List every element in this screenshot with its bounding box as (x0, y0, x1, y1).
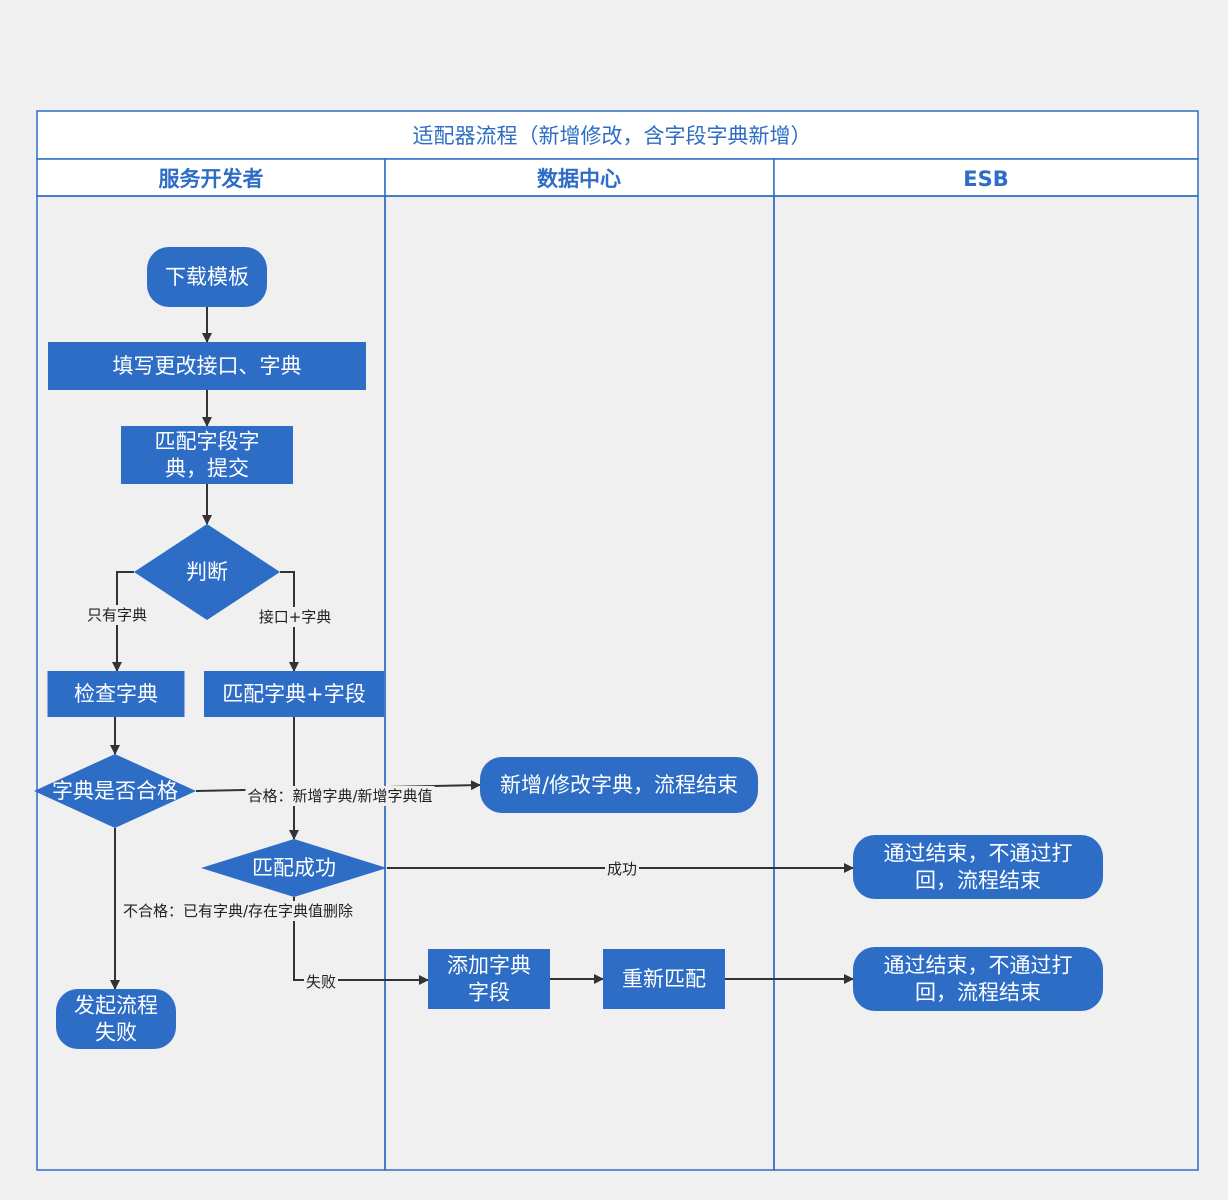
lane-label-developer: 服务开发者 (159, 167, 264, 191)
edge-label-e4: 只有字典 (84, 605, 150, 625)
node-judge: 判断 (134, 524, 280, 620)
node-shape (201, 839, 387, 897)
node-download-template: 下载模板 (147, 247, 267, 307)
swimlane-pool: 适配器流程（新增修改，含字段字典新增） 服务开发者 数据中心 ESB (36, 110, 1199, 1171)
edges-layer (110, 307, 854, 990)
edge-label-background (120, 901, 356, 921)
node-label: 新增/修改字典，流程结束 (500, 773, 738, 797)
node-shape (480, 757, 758, 813)
node-label: 通过结束，不通过打 (884, 842, 1073, 866)
lane-label-esb: ESB (963, 167, 1008, 191)
edge-label-background (604, 859, 640, 879)
node-label: 匹配字典+字段 (222, 682, 366, 706)
edge-label-e11: 失败 (303, 972, 339, 992)
node-label: 通过结束，不通过打 (884, 954, 1073, 978)
node-shape (134, 524, 280, 620)
lane-datacenter (384, 195, 775, 1171)
node-label: 回，流程结束 (915, 869, 1041, 893)
node-match-success: 匹配成功 (201, 839, 387, 897)
node-shape (56, 989, 176, 1049)
node-shape (48, 342, 366, 390)
edge-label-e7: 合格：新增字典/新增字典值 (245, 786, 435, 806)
edge-label-text: 不合格：已有字典/存在字典值删除 (123, 902, 353, 920)
node-shape (204, 671, 384, 717)
node-label: 典，提交 (165, 457, 249, 481)
pool-title-bar (36, 110, 1199, 160)
edge-label-background (245, 786, 435, 806)
node-label: 回，流程结束 (915, 981, 1041, 1005)
node-shape (47, 671, 185, 717)
node-add-modify-end: 新增/修改字典，流程结束 (480, 757, 758, 813)
node-label: 填写更改接口、字典 (113, 354, 302, 378)
node-label: 判断 (186, 560, 228, 584)
lane-esb (773, 195, 1199, 1171)
node-label: 检查字典 (74, 682, 158, 706)
edge-judge-to-check_dict (112, 571, 134, 672)
node-match-dict-field: 匹配字典+字段 (204, 671, 384, 717)
edge-judge-to-match_dict_field (280, 571, 299, 672)
node-label: 匹配字段字 (155, 430, 260, 454)
node-shape (121, 426, 293, 484)
edge-label-background (84, 605, 150, 625)
edge-label-text: 合格：新增字典/新增字典值 (247, 787, 432, 805)
edge-label-text: 只有字典 (87, 606, 147, 624)
edge-label-e5: 接口+字典 (256, 607, 334, 627)
edge-label-text: 失败 (306, 973, 336, 991)
edge-label-text: 接口+字典 (259, 608, 332, 626)
node-label: 失败 (95, 1021, 137, 1045)
edge-label-background (256, 607, 334, 627)
edge-labels-layer: 只有字典 接口+字典合格：新增字典/新增字典值成功不合格：已有字典/存在字典值删除… (84, 605, 640, 992)
node-rematch: 重新匹配 (603, 949, 725, 1009)
node-label: 字段 (468, 981, 510, 1005)
node-label: 添加字典 (447, 954, 531, 978)
lane-header-developer (36, 158, 386, 197)
node-shape (34, 754, 196, 828)
node-shape (147, 247, 267, 307)
edge-label-e10: 不合格：已有字典/存在字典值删除 (120, 901, 356, 921)
node-label: 字典是否合格 (52, 779, 178, 803)
edge-label-text: 成功 (607, 860, 637, 878)
node-shape (428, 949, 550, 1009)
pool-title: 适配器流程（新增修改，含字段字典新增） (413, 124, 812, 148)
node-dict-qualified: 字典是否合格 (34, 754, 196, 828)
edge-label-background (303, 972, 339, 992)
edge-match_success-to-add_dict_field (293, 897, 429, 985)
node-shape (853, 947, 1103, 1011)
node-label: 重新匹配 (622, 967, 706, 991)
edge-label-e9: 成功 (604, 859, 640, 879)
lane-label-datacenter: 数据中心 (537, 167, 621, 191)
node-label: 下载模板 (165, 265, 249, 289)
node-check-dict: 检查字典 (47, 671, 185, 717)
node-label: 发起流程 (74, 994, 158, 1018)
node-label: 匹配成功 (252, 856, 336, 880)
lane-header-datacenter (384, 158, 775, 197)
node-shape (603, 949, 725, 1009)
node-fill-interface: 填写更改接口、字典 (48, 342, 366, 390)
node-shape (853, 835, 1103, 899)
